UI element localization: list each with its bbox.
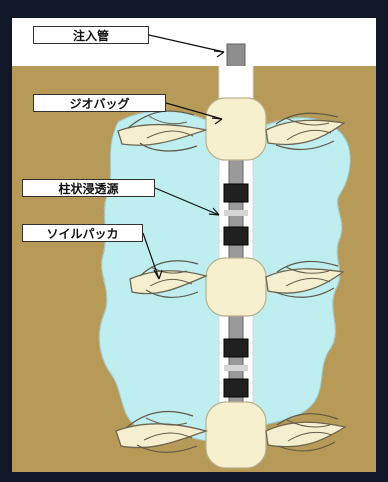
- middle-right-fracture: [265, 260, 345, 298]
- callout-arrows: [142, 34, 225, 280]
- label-geobag: ジオバッグ: [33, 94, 166, 112]
- upper-infiltration-segment-2: [223, 226, 249, 246]
- lower-geobag: [205, 401, 267, 469]
- infiltration-zone-edge-top: [117, 110, 279, 129]
- lower-right-fracture: [265, 413, 347, 452]
- lower-infiltration-spacer: [224, 365, 248, 371]
- upper-geobag: [205, 97, 267, 161]
- upper-infiltration-spacer: [224, 210, 248, 216]
- lower-infiltration-segment-2: [223, 378, 249, 398]
- lower-infiltration-segment-1: [223, 338, 249, 358]
- upper-left-fracture: [117, 110, 207, 152]
- label-injection-pipe: 注入管: [33, 26, 149, 44]
- label-columnar-infiltration-source: 柱状浸透源: [22, 179, 155, 197]
- lower-left-fracture: [115, 410, 209, 453]
- infiltration-zone-edge-left: [98, 191, 112, 375]
- label-soil-packer: ソイルパッカ: [22, 224, 143, 242]
- upper-right-fracture: [265, 112, 346, 151]
- middle-left-fracture: [129, 260, 208, 298]
- upper-infiltration-segment-1: [223, 183, 249, 203]
- middle-geobag: [205, 257, 267, 317]
- infiltration-zone-edge-right: [329, 193, 343, 350]
